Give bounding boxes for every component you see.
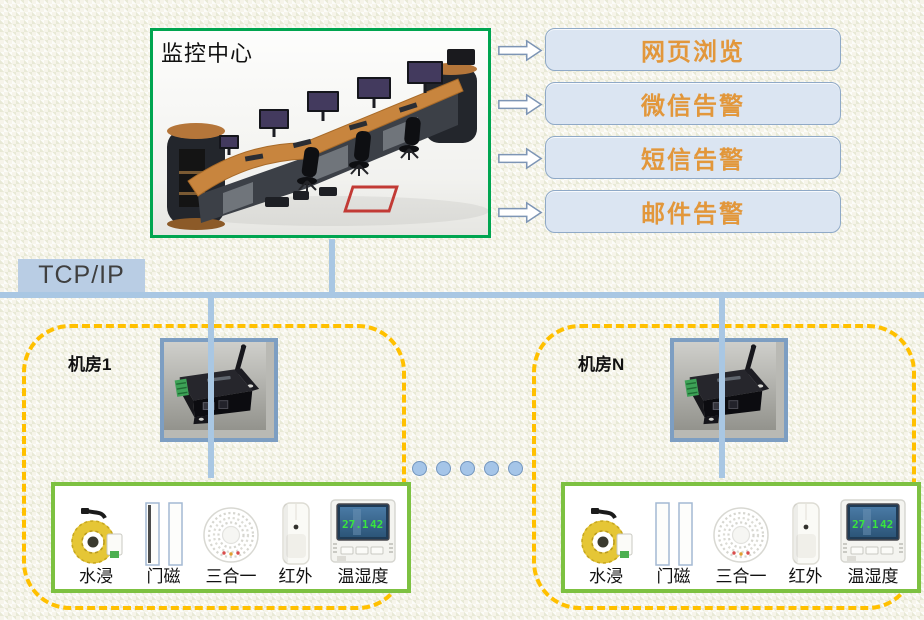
room-n-label: 机房N <box>578 355 625 374</box>
control-room-console-photo <box>153 31 488 235</box>
tcpip-label-box: TCP/IP <box>18 259 145 292</box>
sensor-infrared: 红外 <box>784 489 828 587</box>
ellipsis-dot <box>484 461 499 476</box>
svg-text:42: 42 <box>880 518 893 531</box>
right-arrow-icon <box>498 39 543 62</box>
gateway-device-photo <box>670 338 788 442</box>
monitoring-center-box: 监控中心 <box>150 28 491 238</box>
sensor-box-room-1: 水浸 门磁 <box>51 482 411 593</box>
sensor-label-water: 水浸 <box>79 567 113 586</box>
gateway-device-image <box>164 342 266 430</box>
room-box-n: 机房N <box>532 324 921 610</box>
alert-box-email: 邮件告警 <box>545 190 841 233</box>
ellipsis-dot <box>412 461 427 476</box>
three-in-one-detector-icon <box>201 489 261 566</box>
sensor-label-temp: 温湿度 <box>337 567 389 586</box>
svg-text:27.1: 27.1 <box>342 518 369 531</box>
svg-text:27.1: 27.1 <box>852 518 879 531</box>
sensor-door-magnet: 门磁 <box>139 489 189 587</box>
right-arrow-icon <box>498 93 543 116</box>
sensor-temp-humidity: 27.1 42 温湿度 <box>837 489 909 587</box>
sensor-three-in-one: 三合一 <box>708 489 774 587</box>
ellipsis-dot <box>436 461 451 476</box>
alert-label: 短信告警 <box>641 147 745 174</box>
tcpip-label: TCP/IP <box>38 261 125 289</box>
ellipsis-dot <box>460 461 475 476</box>
ellipsis-dots <box>412 461 523 476</box>
three-in-one-detector-icon <box>711 489 771 566</box>
temp-humidity-meter-icon: 27.1 42 <box>839 489 907 566</box>
alert-box-sms: 短信告警 <box>545 136 841 179</box>
pir-sensor-icon <box>280 489 312 566</box>
door-magnet-icon <box>654 489 694 566</box>
alert-box-wechat: 微信告警 <box>545 82 841 125</box>
sensor-label-combo: 三合一 <box>715 567 767 586</box>
sensor-three-in-one: 三合一 <box>198 489 264 587</box>
sensor-water: 水浸 <box>573 489 639 587</box>
alert-label: 网页浏览 <box>641 39 745 66</box>
alert-label: 微信告警 <box>641 93 745 120</box>
connector-room-1 <box>208 296 214 478</box>
sensor-label-infrared: 红外 <box>278 567 313 586</box>
sensor-label-combo: 三合一 <box>205 567 257 586</box>
room-1-label: 机房1 <box>68 355 112 374</box>
sensor-label-infrared: 红外 <box>788 567 823 586</box>
right-arrow-icon <box>498 201 543 224</box>
sensor-door-magnet: 门磁 <box>649 489 699 587</box>
sensor-label-water: 水浸 <box>589 567 623 586</box>
alert-box-web-browse: 网页浏览 <box>545 28 841 71</box>
sensor-label-door: 门磁 <box>146 567 181 586</box>
door-magnet-icon <box>144 489 184 566</box>
right-arrow-icon <box>498 147 543 170</box>
water-leak-sensor-icon <box>577 489 635 566</box>
pir-sensor-icon <box>790 489 822 566</box>
temp-humidity-meter-icon: 27.1 42 <box>329 489 397 566</box>
sensor-infrared: 红外 <box>274 489 318 587</box>
sensor-water: 水浸 <box>63 489 129 587</box>
gateway-device-photo <box>160 338 278 442</box>
sensor-label-temp: 温湿度 <box>847 567 899 586</box>
sensor-temp-humidity: 27.1 42 温湿度 <box>327 489 399 587</box>
room-box-1: 机房1 <box>22 324 411 610</box>
monitoring-center-label: 监控中心 <box>161 41 254 66</box>
sensor-box-room-n: 水浸 门磁 <box>561 482 921 593</box>
water-leak-sensor-icon <box>67 489 125 566</box>
svg-text:42: 42 <box>370 518 383 531</box>
ellipsis-dot <box>508 461 523 476</box>
sensor-label-door: 门磁 <box>656 567 691 586</box>
gateway-device-image <box>674 342 776 430</box>
connector-room-n <box>719 296 725 478</box>
tcpip-bus-line <box>0 292 924 298</box>
connector-monitoring-center <box>329 239 335 296</box>
alert-label: 邮件告警 <box>641 201 745 228</box>
